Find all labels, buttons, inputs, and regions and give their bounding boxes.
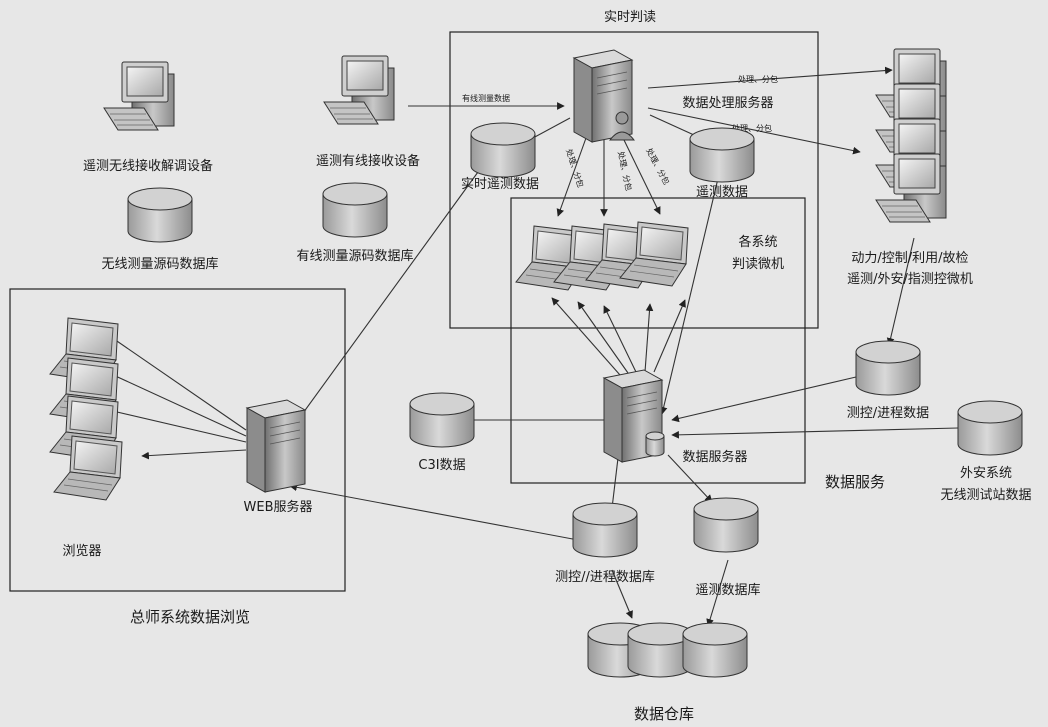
interp-pc-label-line1: 各系统 [738,234,777,250]
data-warehouse-title: 数据仓库 [634,705,694,723]
proc-server-icon [573,49,633,143]
data-service-title: 数据服务 [825,473,885,491]
edge-rt-data-to-web [281,171,479,443]
realtime-interpretation-box [449,31,819,329]
wireless-db-icon [127,187,193,243]
web-server-icon [246,399,306,493]
safety-label-line1: 外安系统 [960,466,1012,481]
edge-web-to-browser-1 [97,327,247,431]
warehouse-db-icon [627,622,693,678]
label-proc-split-3: 处理、分包 [564,148,586,189]
edge-proc-to-interp-3 [623,139,661,215]
c3i-data-icon [409,392,475,448]
label-proc-split-5: 处理、分包 [644,146,672,186]
edge-tc-db-to-warehouse [611,569,633,619]
cmd-pcs [875,48,947,223]
browser-label: 浏览器 [62,543,101,559]
edge-tc-db-to-web [289,483,579,541]
edge-web-to-browser-2 [97,367,247,437]
label-proc-split-2: 处理、分包 [732,123,772,133]
tc-progress-data-label: 测控/进程数据 [847,406,929,421]
rt-telemetry-data-label: 实时遥测数据 [461,177,539,192]
telemetry-db-icon [693,497,759,553]
edge-proc-to-interp-1 [556,137,587,217]
wired-db-icon [322,182,388,238]
chief-designer-browse-box [9,288,346,592]
edge-ds-to-interp-4 [644,303,654,373]
proc-server-label: 数据处理服务器 [682,95,773,111]
edge-telemetry-data-to-ds [659,169,721,415]
edge-ds-to-interp-2 [577,301,629,374]
safety-station-db-icon [957,400,1023,456]
cmd-pc-icon [875,153,947,223]
wired-recv-label: 遥测有线接收设备 [316,153,420,169]
edge-ds-to-telemetry-db [667,454,713,503]
data-server-db-icon [645,431,665,457]
warehouse-db-icon [682,622,748,678]
cmd-pc-label-line1: 动力/控制/利用/故检 [851,251,968,266]
realtime-interpretation-title: 实时判读 [604,10,656,25]
edge-ds-to-interp-5 [653,299,686,373]
chief-designer-browse-title: 总师系统数据浏览 [130,608,250,626]
data-server-label: 数据服务器 [682,449,747,465]
wireless-db-label: 无线测量源码数据库 [101,256,218,272]
edge-ds-to-interp-1 [551,297,621,376]
safety-label-line2: 无线测试站数据 [940,488,1031,503]
edge-cmd-pcs-to-tc-data [886,237,915,346]
edge-telemetry-db-to-warehouse [706,559,729,627]
web-server-label: WEB服务器 [244,499,313,515]
telemetry-db-label: 遥测数据库 [695,582,760,598]
telemetry-data-label: 遥测数据 [696,185,748,200]
interp-pc-label-line2: 判读微机 [732,257,784,272]
interp-laptops [515,221,689,291]
tc-progress-db-icon [572,502,638,558]
cmd-pc-label-line2: 遥测/外安/指测控微机 [847,272,973,287]
label-proc-split-1: 处理、分包 [738,74,778,84]
edge-proc-to-cmd-pcs-1 [647,66,893,89]
wired-db-label: 有线测量源码数据库 [296,248,413,264]
edge-tc-data-to-ds [671,376,857,423]
tc-progress-data-icon [855,340,921,396]
label-wired-data: 有线测量数据 [462,93,510,103]
operator-person-icon [608,111,636,141]
edge-proc-to-cmd-pcs-2 [647,107,861,155]
browser-laptops [49,317,123,501]
edge-safety-to-ds [671,427,959,439]
tc-progress-db-label: 测控//进程数据库 [555,569,655,585]
wired-recv-computer-icon [323,55,395,125]
wireless-demod-computer-icon [103,61,175,131]
edge-web-to-browser-3 [99,405,247,443]
wireless-demod-label: 遥测无线接收解调设备 [83,158,213,174]
data-warehouse-cluster [587,622,748,678]
rt-telemetry-data-icon [470,122,536,178]
c3i-data-label: C3I数据 [418,458,465,473]
edge-web-to-browser-4 [141,449,247,460]
data-service-box [510,197,806,484]
edge-ds-to-interp-3 [603,305,637,373]
telemetry-data-icon [689,127,755,183]
